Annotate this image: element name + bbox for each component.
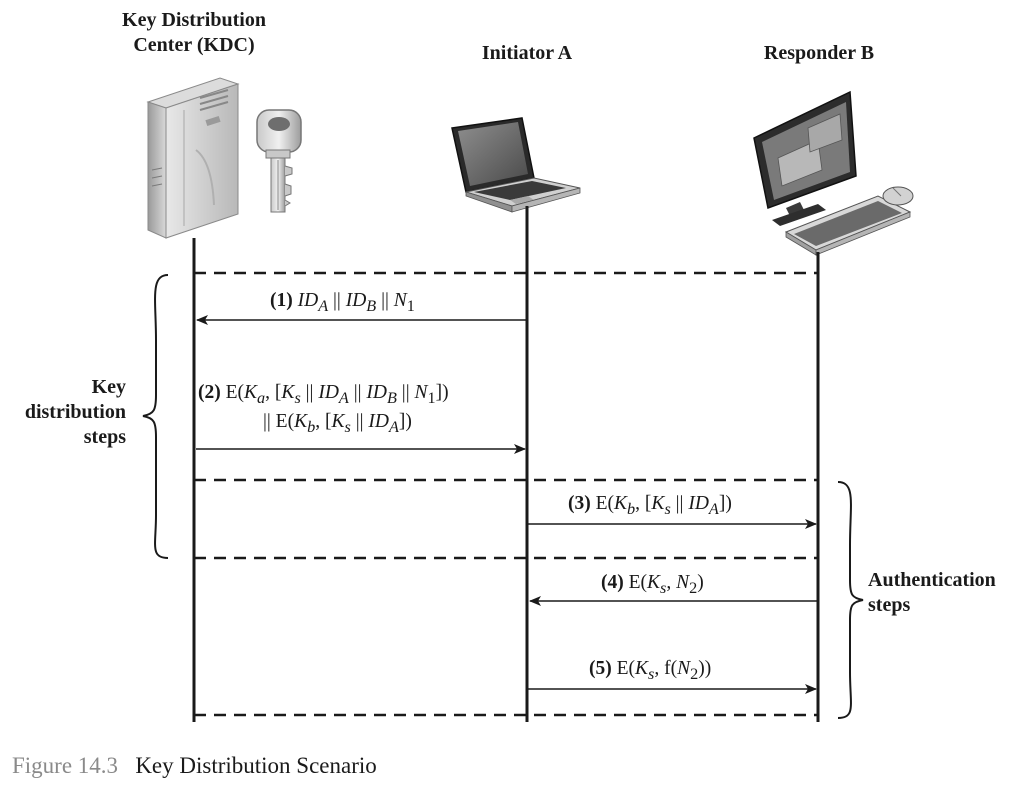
server-tower-icon (146, 77, 240, 239)
kdc-name-line1: Key Distribution (122, 9, 266, 31)
key-distribution-brace (142, 274, 169, 559)
keyboard-icon (784, 195, 912, 256)
message-5-label: (5) E(Ks, f(N2)) (589, 658, 712, 683)
message-1-label: (1) IDA || IDB || N1 (270, 290, 415, 315)
message-2-number: (2) (198, 382, 221, 403)
message-5-number: (5) (589, 658, 612, 679)
message-2-label-line2: || E(Kb, [Ks || IDA]) (263, 411, 412, 436)
message-3-number: (3) (568, 493, 591, 514)
message-4-number: (4) (601, 572, 624, 593)
authentication-brace (837, 481, 864, 719)
message-2-label-line1: (2) E(Ka, [Ks || IDA || IDB || N1]) (198, 382, 449, 407)
kdc-name-line2: Center (KDC) (133, 34, 255, 56)
phase-separators (194, 271, 818, 717)
key-icon (256, 109, 302, 213)
figure-number: Figure 14.3 (12, 753, 119, 778)
mouse-icon (882, 186, 914, 206)
message-1-number: (1) (270, 290, 293, 311)
message-3-label: (3) E(Kb, [Ks || IDA]) (568, 493, 732, 518)
responder-b-header: Responder B (763, 42, 875, 64)
desktop-computer-icon (753, 90, 857, 226)
kdc-header: Key Distribution Center (KDC) (94, 8, 294, 58)
authentication-steps-label: Authentication steps (868, 569, 996, 616)
initiator-a-header: Initiator A (481, 42, 573, 64)
message-4-label: (4) E(Ks, N2) (601, 572, 704, 597)
key-distribution-steps-label: Key distribution steps (24, 376, 126, 448)
figure-title: Key Distribution Scenario (135, 753, 377, 778)
figure-caption: Figure 14.3 Key Distribution Scenario (12, 752, 377, 780)
laptop-icon (451, 117, 581, 213)
